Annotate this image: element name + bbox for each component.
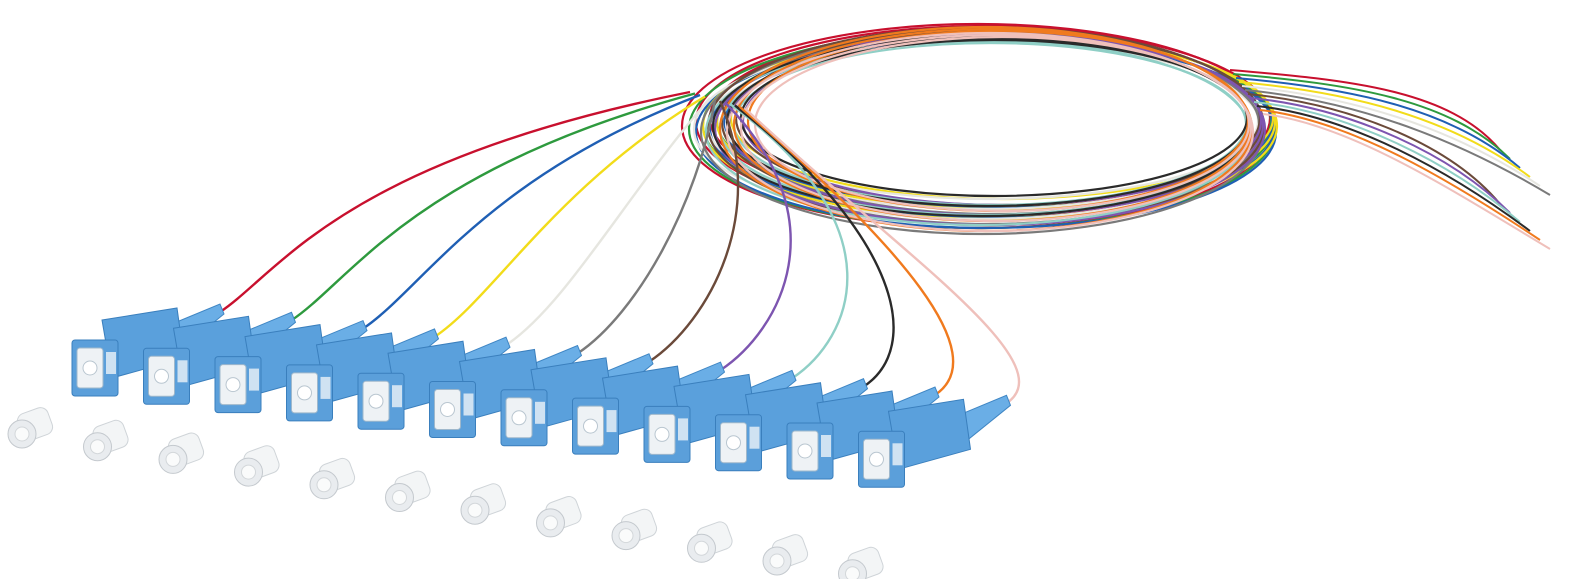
ferrule <box>583 418 598 434</box>
dust-cap <box>158 432 205 474</box>
dust-cap-hole <box>694 540 709 556</box>
ferrule <box>726 435 741 451</box>
latch-window <box>106 352 116 374</box>
latch-window <box>392 385 402 408</box>
fiber-black <box>734 104 895 388</box>
sc-connector-yellow <box>286 328 440 422</box>
ferrule <box>154 368 169 384</box>
fiber-end-red <box>1229 69 1501 151</box>
latch-window <box>535 401 545 424</box>
fiber-brown <box>648 100 740 363</box>
dust-cap <box>7 407 54 449</box>
fiber-end-brown <box>1247 93 1501 205</box>
fiber-end-gray <box>1244 89 1551 196</box>
fiber-end-white <box>1241 85 1541 187</box>
latch-window <box>749 426 760 449</box>
latch-window <box>320 376 331 399</box>
fiber-gray <box>576 99 717 355</box>
dust-cap <box>234 445 280 487</box>
fiber-coil <box>680 22 1279 236</box>
dust-cap <box>460 483 507 525</box>
fiber-orange <box>739 106 955 396</box>
latch-window <box>821 435 831 457</box>
dust-cap-hole <box>845 566 860 579</box>
ferrule <box>297 385 312 401</box>
dust-cap-hole <box>90 439 105 455</box>
dust-cap <box>385 470 431 512</box>
fiber-end-orange <box>1259 109 1541 241</box>
fiber-end-blue <box>1235 77 1521 169</box>
dust-cap-hole <box>241 464 256 480</box>
fiber-leads <box>219 90 1021 405</box>
coil-loop-pink <box>739 33 1253 223</box>
dust-cap-hole <box>165 451 181 467</box>
dust-cap <box>83 419 129 462</box>
fiber-violet <box>719 101 792 372</box>
fiber-blue <box>362 93 701 330</box>
dust-caps <box>7 407 884 579</box>
dust-cap <box>536 496 582 538</box>
ferrule <box>82 360 98 376</box>
fiber-end-pink <box>1262 113 1551 250</box>
fiber-end-green <box>1232 73 1511 160</box>
latch-window <box>463 393 474 416</box>
ferrule <box>440 402 455 417</box>
fiber-pink <box>744 107 1021 405</box>
dust-cap <box>762 534 809 576</box>
latch-window <box>606 410 617 433</box>
dust-cap-hole <box>14 426 30 442</box>
fiber-green <box>290 92 696 322</box>
latch-window <box>678 418 688 441</box>
latch-window <box>892 443 903 466</box>
fiber-end-violet <box>1250 97 1511 214</box>
fiber-white <box>505 97 711 347</box>
dust-cap-hole <box>316 477 332 493</box>
latch-window <box>249 368 259 391</box>
dust-cap-hole <box>769 553 785 569</box>
fiber-yellow <box>433 95 706 338</box>
sc-connector-pink <box>858 394 1012 488</box>
dust-cap-hole <box>392 490 407 505</box>
dust-cap-hole <box>467 502 483 518</box>
loose-fiber-ends <box>1229 69 1551 250</box>
ferrule <box>654 426 670 442</box>
fiber-end-turquoise <box>1253 101 1521 223</box>
dust-cap-hole <box>543 515 558 531</box>
ferrule <box>797 443 813 459</box>
dust-cap <box>309 457 356 500</box>
ferrule <box>511 410 527 426</box>
coil-loop-pink <box>725 31 1255 233</box>
dust-cap <box>838 546 884 579</box>
fiber-turquoise <box>729 103 849 380</box>
fiber-end-yellow <box>1238 81 1531 178</box>
ferrule <box>225 377 241 393</box>
ferrule <box>869 451 884 467</box>
fiber-red <box>219 90 691 313</box>
sc-connectors <box>71 303 1012 488</box>
fiber-end-black <box>1256 105 1531 232</box>
latch-window <box>177 360 188 383</box>
dust-cap <box>687 521 733 563</box>
dust-cap <box>611 508 658 551</box>
ferrule <box>368 393 384 409</box>
dust-cap-hole <box>618 528 634 544</box>
